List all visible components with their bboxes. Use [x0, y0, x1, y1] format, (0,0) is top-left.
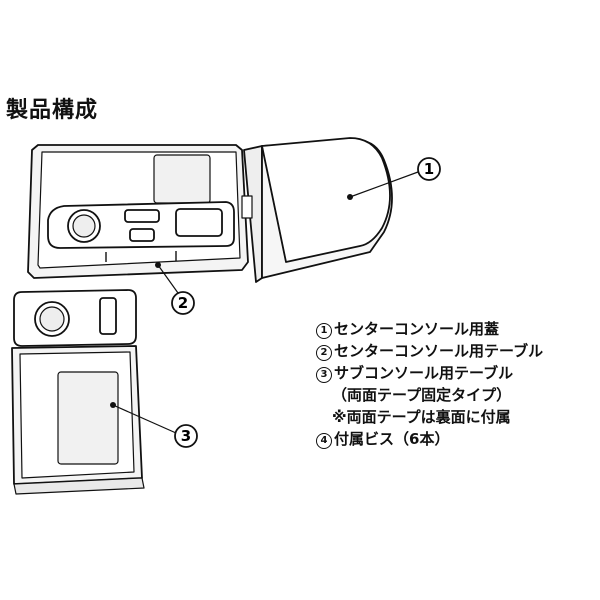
legend-item-3-note-1: （両面テープ固定タイプ）: [332, 386, 512, 404]
legend-label-3: サブコンソール用テーブル: [334, 364, 514, 382]
legend-label-4: 付属ビス（6本）: [334, 430, 450, 448]
callout-circle-2: [171, 291, 195, 315]
sub-console-table: [11, 289, 145, 495]
callout-circle-3: [174, 424, 198, 448]
center-console-table: [27, 144, 249, 279]
callout-circle-1: [417, 157, 441, 181]
legend-number-4: 4: [316, 433, 332, 449]
legend-label-2: センターコンソール用テーブル: [334, 342, 544, 360]
legend-number-2: 2: [316, 345, 332, 361]
page-title: 製品構成: [6, 98, 99, 123]
legend-number-1: 1: [316, 323, 332, 339]
leader-dots: [110, 194, 353, 408]
callout-number-2: 2: [178, 294, 188, 312]
callout-number-3: 3: [181, 427, 191, 445]
leader-lines: [112, 171, 419, 434]
legend-label-1: センターコンソール用蓋: [334, 320, 500, 338]
legend-number-3: 3: [316, 367, 332, 383]
callout-number-1: 1: [424, 160, 434, 178]
center-console-lid: [241, 137, 393, 283]
legend-item-3-note-2: ※両面テープは裏面に付属: [332, 408, 511, 426]
